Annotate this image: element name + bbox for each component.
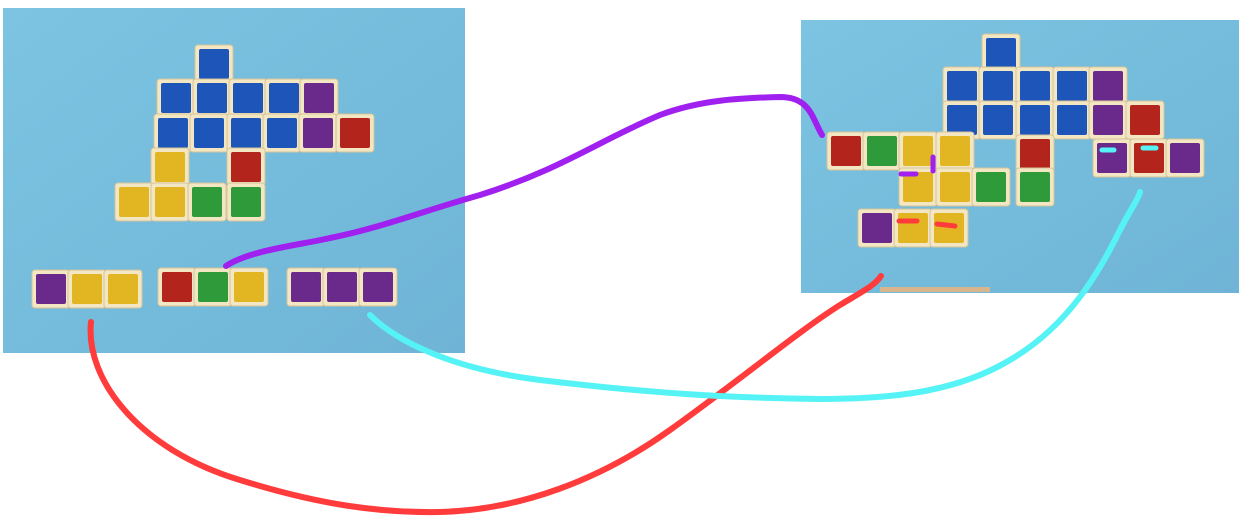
left-tile-purple (304, 83, 334, 113)
right-tile-layout (826, 33, 1205, 248)
right-tile-red (831, 136, 861, 166)
left-tile-red (162, 272, 192, 302)
left-tile-purple (363, 272, 393, 302)
left-tile-green (231, 187, 261, 217)
right-tile-blue (1057, 105, 1087, 135)
right-tile-green (867, 136, 897, 166)
left-tile-blue (199, 49, 229, 79)
right-tile-green (1020, 172, 1050, 202)
left-tile-blue (161, 83, 191, 113)
right-tile-yellow (898, 213, 928, 243)
left-tile-yellow (119, 187, 149, 217)
cyan-path (367, 189, 1143, 402)
left-photo (3, 8, 465, 353)
right-tile-purple (1170, 143, 1200, 173)
left-tile-blue (158, 118, 188, 148)
left-tile-blue (233, 83, 263, 113)
right-tile-blue (1020, 105, 1050, 135)
right-tile-blue (1020, 71, 1050, 101)
red-marker-2 (934, 221, 958, 229)
left-tile-purple (36, 274, 66, 304)
right-photo (801, 20, 1239, 293)
right-tile-red (1130, 105, 1160, 135)
left-tile-yellow (72, 274, 102, 304)
right-tile-green (976, 172, 1006, 202)
right-tile-blue (983, 71, 1013, 101)
right-tile-purple (862, 213, 892, 243)
red-path (87, 273, 884, 516)
right-tile-red (1020, 139, 1050, 169)
left-tile-yellow (155, 152, 185, 182)
left-tile-layout (31, 44, 398, 309)
right-tile-blue (947, 71, 977, 101)
right-tile-yellow (903, 172, 933, 202)
left-tile-red (340, 118, 370, 148)
left-tile-purple (327, 272, 357, 302)
right-tile-yellow (934, 213, 964, 243)
left-tile-yellow (108, 274, 138, 304)
purple-path (223, 94, 825, 269)
right-tile-yellow (903, 136, 933, 166)
left-tile-yellow (234, 272, 264, 302)
right-tile-blue (986, 38, 1016, 68)
right-photo-table-edge (880, 287, 990, 292)
right-tile-yellow (940, 172, 970, 202)
right-tile-purple (1093, 71, 1123, 101)
right-tile-red (1134, 143, 1164, 173)
left-tile-blue (267, 118, 297, 148)
left-tile-blue (197, 83, 227, 113)
right-tile-blue (1057, 71, 1087, 101)
left-tile-green (192, 187, 222, 217)
right-tile-blue (947, 105, 977, 135)
left-tile-purple (291, 272, 321, 302)
left-tile-blue (269, 83, 299, 113)
right-tile-blue (983, 105, 1013, 135)
right-tile-purple (1093, 105, 1123, 135)
left-tile-red (231, 152, 261, 182)
left-tile-blue (231, 118, 261, 148)
left-tile-blue (194, 118, 224, 148)
right-tile-yellow (940, 136, 970, 166)
left-tile-yellow (155, 187, 185, 217)
left-tile-purple (303, 118, 333, 148)
annotations (87, 94, 1159, 516)
left-tile-green (198, 272, 228, 302)
